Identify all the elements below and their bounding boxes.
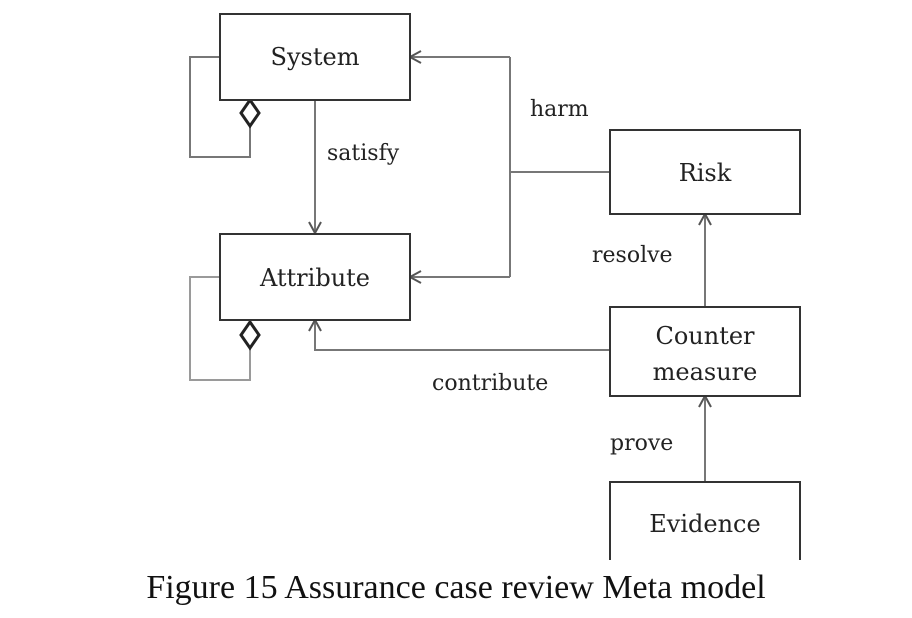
node-attribute-label: Attribute [259,264,370,292]
node-countermeasure: Counter measure [609,306,801,397]
node-countermeasure-label-line1: Counter [655,322,755,350]
edge-label-resolve: resolve [592,243,673,268]
node-countermeasure-label-line2: measure [653,358,758,386]
figure-caption: Figure 15 Assurance case review Meta mod… [146,569,766,606]
node-system-label: System [271,43,360,71]
edge-prove [698,393,712,482]
edge-contribute [308,317,610,351]
node-risk-label: Risk [679,159,732,187]
attribute-aggregation-diamond [239,319,261,351]
node-evidence: Evidence [609,481,801,560]
system-aggregation-diamond [239,97,261,129]
node-system: System [219,13,411,101]
attribute-self-aggregation [189,276,261,381]
edge-label-satisfy: satisfy [327,141,400,166]
edge-label-harm: harm [530,97,589,122]
system-self-aggregation [189,56,261,158]
edge-resolve [698,211,712,307]
node-evidence-label: Evidence [649,510,760,538]
edge-label-prove: prove [610,431,673,456]
meta-model-diagram: System Attribute Risk Counter measure Ev… [189,13,801,560]
node-attribute: Attribute [219,233,411,321]
edge-satisfy [308,100,322,236]
node-risk: Risk [609,129,801,215]
edge-harm [407,50,610,284]
edge-label-contribute: contribute [432,371,548,396]
